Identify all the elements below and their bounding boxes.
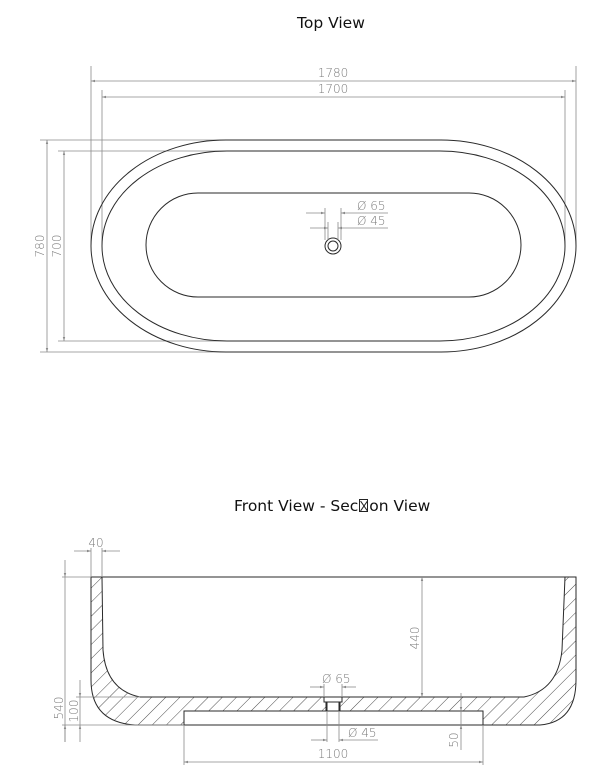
dim-inner-length-label: 1700 [318, 82, 349, 96]
missing-glyph-icon [359, 499, 369, 512]
dim-overall-length: 1780 [91, 66, 576, 83]
dim-floor-thickness-label: 100 [67, 700, 81, 723]
dim-wall-thickness-label: 40 [88, 536, 103, 550]
dim-overall-width: 780 [33, 140, 49, 352]
dim-inner-depth: 440 [408, 577, 424, 697]
front-view-title-suffix: on View [369, 497, 431, 515]
dim-floor-thickness: 100 [67, 680, 140, 742]
top-view-drawing: 1780 1700 780 700 [33, 66, 577, 353]
plinth [183, 710, 484, 726]
dim-inner-width: 700 [50, 151, 66, 341]
dim-plinth-height-label: 50 [447, 732, 461, 747]
dim-plinth-height: 50 [447, 693, 463, 750]
section-view-drawing: Ø 65 Ø 45 40 540 [52, 536, 577, 765]
section-drain-inner-label: Ø 45 [348, 726, 377, 740]
dim-overall-height: 540 [52, 560, 184, 742]
dim-overall-width-label: 780 [33, 235, 47, 258]
section-left-wall [90, 576, 327, 726]
drain-inner-diameter-label: Ø 45 [357, 214, 386, 228]
tub-outer-rim [90, 139, 577, 353]
dim-plinth-length-label: 1100 [318, 747, 349, 761]
section-drain-outer-label: Ø 65 [322, 672, 351, 686]
tub-inner-rim [101, 150, 566, 342]
dim-inner-width-label: 700 [50, 235, 64, 258]
top-view-title: Top View [297, 14, 365, 32]
dim-plinth-length: 1100 [183, 725, 484, 765]
dim-inner-length: 1700 [102, 82, 565, 99]
dim-wall-thickness: 40 [74, 536, 120, 577]
dim-inner-depth-label: 440 [408, 627, 422, 650]
dim-overall-height-label: 540 [52, 697, 66, 720]
drain-section: Ø 65 Ø 45 [310, 672, 378, 742]
drain-outer-diameter-label: Ø 65 [357, 199, 386, 213]
front-view-title: Front View - Sec on View [234, 497, 430, 515]
front-view-title-prefix: Front View - Sec [234, 497, 359, 515]
section-right-wall [339, 576, 577, 726]
drain-top: Ø 65 Ø 45 [306, 199, 388, 255]
dim-overall-length-label: 1780 [318, 66, 349, 80]
tub-basin [145, 192, 522, 298]
